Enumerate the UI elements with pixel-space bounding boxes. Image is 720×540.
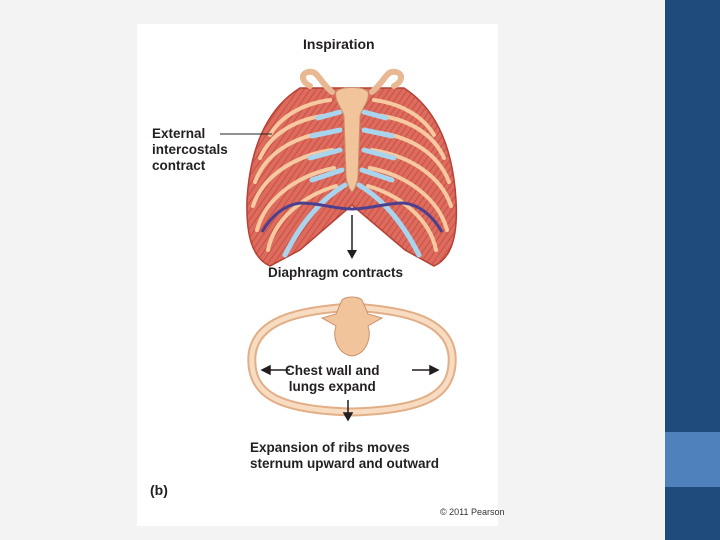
slide-sidebar-accent [665, 432, 720, 487]
panel-label: (b) [150, 482, 168, 498]
diaphragm-line [260, 201, 444, 233]
costal-cartilage [282, 109, 422, 258]
rib-expansion-label: Expansion of ribs moves sternum upward a… [250, 440, 440, 471]
chest-expand-label: Chest wall and lungs expand [285, 363, 380, 394]
rib-cross-section [247, 296, 457, 417]
chest-expand-arrows [260, 364, 440, 422]
external-intercostals-label: External intercostals contract [152, 126, 228, 173]
left-ribs [251, 98, 338, 252]
sternum [335, 87, 369, 193]
copyright-notice: © 2011 Pearson [440, 507, 505, 517]
vertebra [320, 296, 384, 357]
clavicles [300, 68, 404, 95]
figure-title: Inspiration [303, 36, 375, 52]
diaphragm-label: Diaphragm contracts [268, 265, 404, 280]
diaphragm-arrow [347, 215, 357, 259]
rib-cage [246, 68, 458, 267]
